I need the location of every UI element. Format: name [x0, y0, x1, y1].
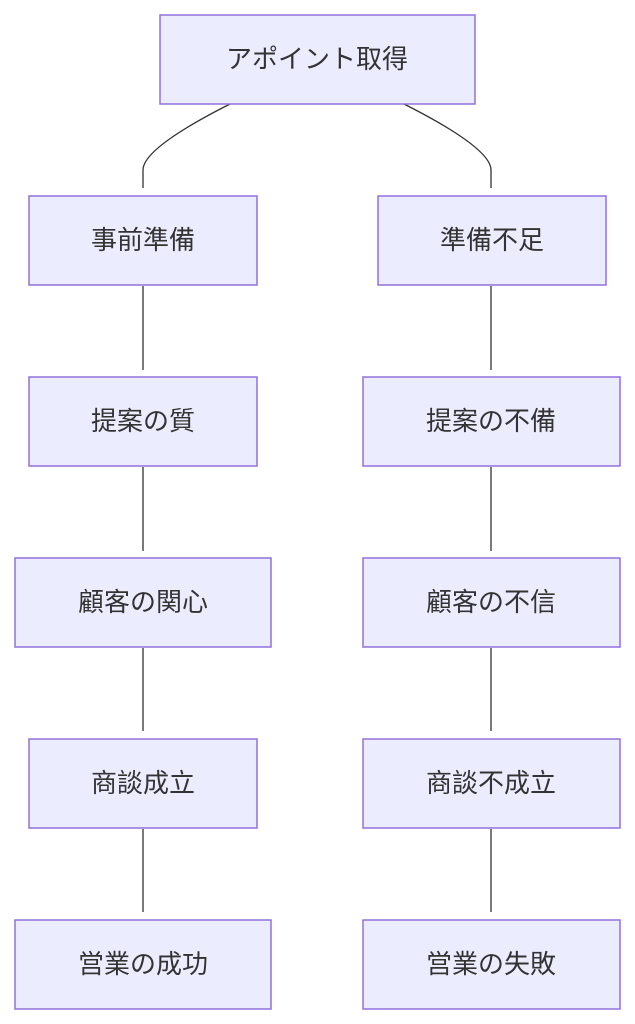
node-l5: 営業の成功 [14, 919, 272, 1010]
node-l3: 顧客の関心 [14, 557, 272, 648]
edge-root-to-l1 [142, 103, 231, 188]
node-r4-label: 商談不成立 [426, 769, 556, 799]
edges [142, 103, 492, 912]
node-r2: 提案の不備 [362, 376, 621, 467]
node-root: アポイント取得 [159, 14, 476, 105]
edge-root-to-r1 [403, 103, 492, 188]
node-r3-label: 顧客の不信 [426, 588, 556, 618]
node-l4-label: 商談成立 [91, 769, 195, 799]
node-l5-label: 営業の成功 [78, 950, 208, 980]
node-l2-label: 提案の質 [91, 407, 195, 437]
node-r5: 営業の失敗 [362, 919, 621, 1010]
node-l1: 事前準備 [28, 195, 258, 286]
node-r5-label: 営業の失敗 [426, 950, 556, 980]
node-root-label: アポイント取得 [226, 45, 408, 75]
node-l3-label: 顧客の関心 [78, 588, 208, 618]
node-l2: 提案の質 [28, 376, 258, 467]
node-r4: 商談不成立 [362, 738, 621, 829]
node-l4: 商談成立 [28, 738, 258, 829]
node-r1: 準備不足 [377, 195, 607, 286]
node-r1-label: 準備不足 [440, 226, 544, 256]
node-l1-label: 事前準備 [91, 226, 195, 256]
node-r3: 顧客の不信 [362, 557, 621, 648]
node-r2-label: 提案の不備 [426, 407, 556, 437]
